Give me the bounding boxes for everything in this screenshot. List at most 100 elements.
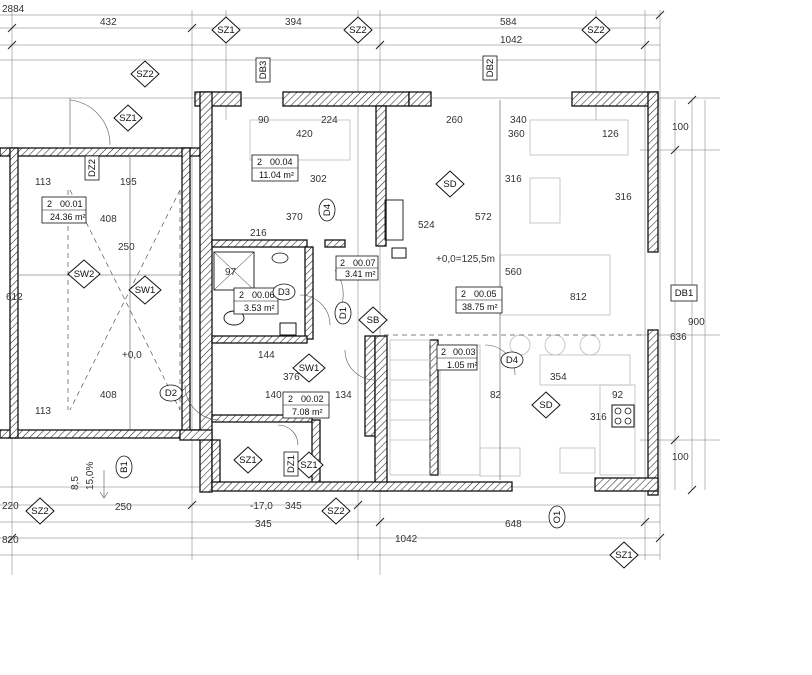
dim-inner-560: 560	[505, 267, 522, 278]
label-text: D2	[165, 388, 177, 399]
room-number: 00.04	[270, 157, 293, 167]
bottom-dimensions: 250 345 345 648 1042 820 220 -17,0	[2, 501, 522, 546]
room-floor: 2	[340, 258, 345, 268]
dim-inner-572: 572	[475, 212, 492, 223]
tag-text: SW1	[135, 285, 156, 296]
dim-inner-420: 420	[296, 129, 313, 140]
label-d4-room: D4	[318, 198, 336, 222]
dim-inner-900: 900	[688, 317, 705, 328]
dim-inner-316-a: 316	[590, 412, 607, 423]
dim-inner-360: 360	[508, 129, 525, 140]
dim-1042-bottom: 1042	[395, 534, 418, 545]
tag-text: SZ2	[31, 506, 48, 517]
dim-inner-260: 260	[446, 115, 463, 126]
room-tags: 2 00.01 24.36 m² 2 00.02 7.08 m² 2 00.03…	[41, 154, 503, 419]
label-d4-kitchen: D4	[500, 351, 524, 369]
room-floor: 2	[47, 199, 52, 209]
label-db3: DB3	[255, 57, 271, 83]
tag-text: SW1	[299, 363, 320, 374]
tag-sz2-top-a: SZ2	[343, 16, 373, 44]
dim-584: 584	[500, 17, 517, 28]
room-number: 00.05	[474, 289, 497, 299]
label-text: B1	[119, 461, 130, 473]
tag-text: SZ1	[300, 460, 317, 471]
label-text: D4	[322, 204, 333, 216]
dim-inner-216: 216	[250, 228, 267, 239]
hall-markings	[18, 100, 645, 480]
tag-sz1-bottom-right: SZ1	[609, 541, 639, 569]
level-markers: +0,0 +0,0=125,5m 8,5 15,0%	[70, 254, 495, 499]
dim-345-b: 345	[255, 519, 272, 530]
dim-inner-92: 92	[612, 390, 624, 401]
room-area: 1.05 m²	[447, 360, 478, 370]
level-minus-17: -17,0	[250, 501, 273, 512]
dim-inner-316-c: 316	[505, 174, 522, 185]
room-area: 7.08 m²	[292, 407, 323, 417]
dim-inner-100-top: 100	[672, 122, 689, 133]
label-text: O1	[552, 511, 563, 524]
door-labels: D3 D2 D4	[159, 283, 524, 402]
section-tags: SZ1 SZ2 SZ2 SZ2 SZ1 SZ2 SZ1 SZ1	[25, 16, 639, 569]
room-floor: 2	[239, 290, 244, 300]
dim-250: 250	[115, 502, 132, 513]
tag-sz2-bottom-left: SZ2	[25, 497, 55, 525]
tag-sz1-top: SZ1	[211, 16, 241, 44]
room-number: 00.03	[453, 347, 476, 357]
dim-inner-113-top: 113	[35, 177, 51, 188]
label-db1: DB1	[670, 284, 698, 302]
tag-sz2-bottom: SZ2	[321, 497, 351, 525]
tag-sz2-top-b: SZ2	[581, 16, 611, 44]
tag-text: SZ2	[349, 25, 366, 36]
tag-text: SB	[367, 315, 380, 326]
tag-sw2: SW2	[67, 259, 101, 289]
tag-text: SZ2	[136, 69, 153, 80]
dim-inner-636: 636	[670, 332, 687, 343]
label-text: DZ2	[87, 159, 98, 177]
label-dz2: DZ2	[84, 155, 100, 181]
dim-820: 820	[2, 535, 19, 546]
dim-inner-250: 250	[118, 242, 135, 253]
room-tag-00-07: 2 00.07 3.41 m²	[335, 255, 379, 281]
room-number: 00.06	[252, 290, 275, 300]
dim-inner-612: 612	[6, 292, 23, 303]
tag-sw1-hall: SW1	[128, 275, 162, 305]
dim-inner-224: 224	[321, 115, 338, 126]
tag-text: SZ1	[217, 25, 234, 36]
room-tag-00-02: 2 00.02 7.08 m²	[282, 391, 330, 419]
label-text: DB3	[258, 61, 269, 79]
room-tag-00-06: 2 00.06 3.53 m²	[233, 287, 279, 315]
dim-432: 432	[100, 17, 117, 28]
level-hall: +0,0	[122, 350, 142, 361]
tag-sz1-bottom-b: SZ1	[294, 451, 324, 479]
room-number: 00.02	[301, 394, 324, 404]
label-text: D4	[506, 355, 518, 366]
label-d2: D2	[159, 384, 183, 402]
dim-2884: 2884	[2, 4, 25, 15]
dim-inner-354: 354	[550, 372, 567, 383]
tag-sd-lower: SD	[531, 391, 561, 419]
room-area: 3.53 m²	[244, 303, 275, 313]
room-tag-00-01: 2 00.01 24.36 m²	[41, 196, 87, 224]
dim-inner-97: 97	[225, 267, 237, 278]
dim-220: 220	[2, 501, 19, 512]
room-tag-00-04: 2 00.04 11.04 m²	[251, 154, 299, 182]
room-floor: 2	[461, 289, 466, 299]
tag-sd-kitchen: SD	[435, 170, 465, 198]
inner-dimensions: 420 370 216 302 360 126 572 524 560 812 …	[6, 115, 705, 463]
label-text: DB1	[675, 288, 693, 299]
tag-sz1-bottom-a: SZ1	[233, 446, 263, 474]
dim-inner-812: 812	[570, 292, 587, 303]
room-number: 00.01	[60, 199, 83, 209]
label-o1: O1	[548, 505, 566, 529]
fixtures	[213, 119, 636, 477]
rotated-labels: DB3 DB2 DB1 DZ2 DZ1 D4 D1 B1	[84, 55, 698, 529]
tag-text: SZ1	[239, 455, 256, 466]
dim-inner-524: 524	[418, 220, 435, 231]
dim-inner-134: 134	[335, 390, 352, 401]
dim-inner-90: 90	[258, 115, 270, 126]
room-area: 3.41 m²	[345, 269, 376, 279]
tag-text: SZ1	[615, 550, 632, 561]
room-area: 24.36 m²	[50, 212, 86, 222]
label-d3: D3	[272, 283, 296, 301]
